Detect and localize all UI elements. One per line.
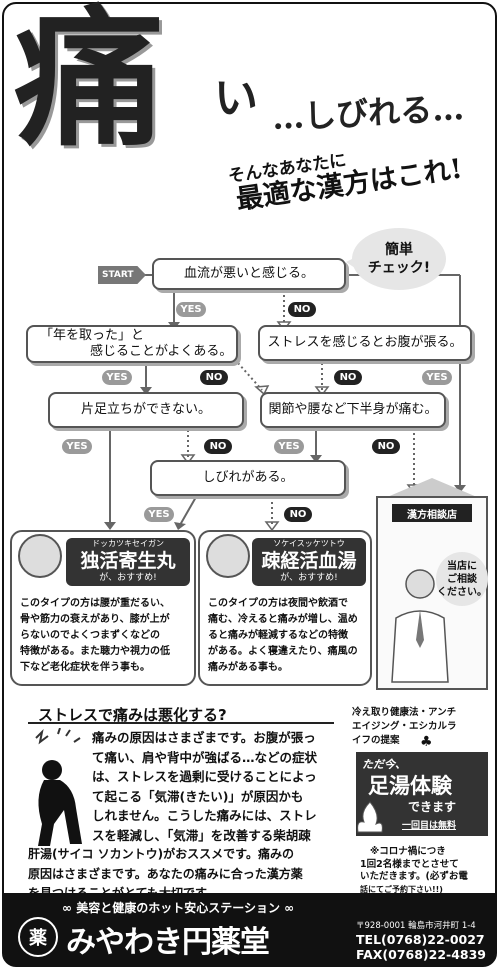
store-fax: FAX(0768)22-4839 — [356, 947, 487, 962]
result-card-dokkatsu: ドッカツキセイガン 独活寄生丸 が、おすすめ! このタイプの方は腰が重だるい、 … — [10, 530, 196, 686]
no-label-4: NO — [204, 439, 232, 454]
store-address: 〒928-0001 輪島市河井町 1-4 — [356, 921, 476, 931]
footbath-box: ただ今、 足湯体験 できます 一回目は無料 — [356, 752, 488, 836]
result-text-sokei-line: 痛みがある事も。 — [208, 662, 288, 673]
stress-line: て起こる「気滞(きたい)」が原因かも — [92, 788, 304, 804]
footbath-title: 足湯体験 — [368, 774, 452, 798]
footbath-note-line: いただきます。(必ずお電 — [360, 871, 468, 882]
no-label-3: NO — [334, 370, 362, 385]
check-bubble-line2: チェック! — [367, 260, 431, 276]
result-text-dokkatsu-line: このタイプの方は腰が重だるい、 — [20, 598, 170, 609]
consult-bubble: 当店に ご相談 ください。 — [436, 552, 488, 606]
check-bubble: 簡単 チェック! — [352, 228, 446, 290]
stressed-person-icon — [35, 728, 82, 846]
yes-label-1: YES — [176, 302, 206, 317]
no-label-2: NO — [200, 370, 228, 385]
result-text-dokkatsu: このタイプの方は腰が重だるい、 骨や筋力の衰えがあり、膝が上が らないのでよくつ… — [20, 596, 170, 676]
flame-foot-icon — [357, 801, 383, 833]
side-head: 冷え取り健康法・アンチ エイジング・エシカルラ イフの提案 — [352, 706, 457, 748]
question-stress: ストレスを感じるとお腹が張る。 — [258, 325, 472, 361]
side-head-line: イフの提案 — [352, 735, 400, 746]
consult-shop: 漢方相談店 当店に ご相談 ください。 — [376, 496, 488, 690]
result-name-sokei: 疎経活血湯 — [261, 550, 357, 572]
infinity-icon: ∞ — [62, 901, 77, 915]
headline-i: い — [214, 73, 258, 124]
result-text-sokei-line: 痛む、冷えると痛みが増し、温め — [208, 614, 358, 625]
side-head-line: 冷え取り健康法・アンチ — [352, 707, 457, 718]
check-bubble-line1: 簡単 — [385, 242, 413, 258]
result-reading-sokei: ソケイスッケツトウ — [273, 539, 345, 548]
store-tel: TEL(0768)22-0027 — [356, 932, 485, 947]
stress-line: は、ストレスを過剰に受けることによっ — [92, 769, 317, 784]
consult-line: ください。 — [437, 586, 487, 598]
no-label-1: NO — [288, 302, 316, 317]
result-text-dokkatsu-line: 特徴がある。また聴力や視力の低 — [20, 646, 170, 657]
result-text-sokei-line: このタイプの方は夜間や飲酒で — [208, 598, 348, 609]
result-text-sokei-line: ると痛みが軽減するなどの特徴 — [208, 630, 348, 641]
infinity-icon: ∞ — [279, 901, 295, 915]
result-head-dokkatsu: ドッカツキセイガン 独活寄生丸 が、おすすめ! — [66, 538, 190, 586]
elderly-face-icon — [18, 534, 62, 578]
stress-body-indented: 痛みの原因はさまざまです。お腹が張っ て痛い、肩や背中が強ばる…などの症状 は、… — [92, 728, 317, 845]
result-card-sokei: ソケイスッケツトウ 疎経活血湯 が、おすすめ! このタイプの方は夜間や飲酒で 痛… — [198, 530, 372, 686]
footbath-note: ※コロナ禍につき 1回2名様までとさせて いただきます。(必ずお電 話にてご予約… — [360, 846, 468, 896]
result-text-sokei: このタイプの方は夜間や飲酒で 痛む、冷えると痛みが増し、温め ると痛みが軽減する… — [208, 596, 358, 676]
result-recommend-sokei: が、おすすめ! — [280, 573, 338, 583]
footbath-free: 一回目は無料 — [402, 821, 457, 831]
question-aging-line2: 感じることがよくある。 — [90, 344, 233, 359]
stress-line: 肝湯(サイコ ソカントウ)がおススメです。痛みの — [28, 847, 294, 861]
store-logo: 薬 — [18, 917, 58, 957]
consult-line: ご相談 — [447, 573, 477, 585]
result-text-dokkatsu-line: 骨や筋力の衰えがあり、膝が上が — [20, 614, 170, 625]
yes-label-2: YES — [102, 370, 132, 385]
footbath-now: ただ今、 — [362, 758, 406, 771]
result-recommend-dokkatsu: が、おすすめ! — [99, 573, 157, 583]
stress-line: スを軽減し、「気滞」を改善する柴胡疎 — [92, 827, 311, 843]
stress-line: しれません。こうした痛みには、ストレ — [92, 808, 317, 823]
no-label-6: NO — [284, 507, 312, 522]
result-head-sokei: ソケイスッケツトウ 疎経活血湯 が、おすすめ! — [252, 538, 366, 586]
footer-tagline: 美容と健康のホット安心ステーション — [76, 901, 280, 915]
store-name: みやわき円薬堂 — [66, 925, 270, 960]
footbath-note-line: 話にてご予約下さい!!) — [360, 884, 443, 894]
question-blood-flow: 血流が悪いと感じる。 — [152, 258, 346, 290]
result-text-dokkatsu-line: 下など老化症状を伴う事も。 — [20, 662, 150, 673]
yes-label-4: YES — [62, 439, 92, 454]
stress-line: 痛みの原因はさまざまです。お腹が張っ — [92, 730, 316, 745]
start-arrow: START — [98, 266, 146, 284]
result-text-sokei-line: がある。よく寝違えたり、痛風の — [208, 646, 358, 657]
stress-section-title: ストレスで痛みは悪化する? — [38, 706, 227, 724]
footbath-note-line: 1回2名様までとさせて — [360, 858, 459, 870]
no-label-5: NO — [372, 439, 400, 454]
yes-label-5: YES — [274, 439, 304, 454]
question-aging-line1: 「年を取った」と — [40, 328, 145, 343]
question-aging: 「年を取った」と 感じることがよくある。 — [26, 325, 238, 363]
question-one-leg: 片足立ちができない。 — [48, 392, 244, 428]
yes-label-3: YES — [422, 370, 452, 385]
footbath-can: できます — [408, 800, 457, 814]
headline-big-kanji: 痛 — [14, 0, 164, 167]
clover-icon: ♣ — [420, 734, 433, 750]
result-text-dokkatsu-line: らないのでよくつまずくなどの — [20, 630, 160, 641]
man-with-glasses-icon — [206, 534, 250, 578]
yes-label-6: YES — [144, 507, 174, 522]
shop-sign: 漢方相談店 — [392, 504, 472, 522]
pharmacist-icon — [391, 569, 449, 683]
stress-line: て痛い、肩や背中が強ばる…などの症状 — [92, 749, 318, 765]
footer-tagline-wrap: ∞ 美容と健康のホット安心ステーション ∞ — [62, 899, 294, 916]
result-reading-dokkatsu: ドッカツキセイガン — [92, 539, 164, 548]
question-lower-body: 関節や腰など下半身が痛む。 — [260, 392, 446, 428]
footbath-note-line: ※コロナ禍につき — [370, 846, 446, 857]
stress-line: 原因はさまざまです。あなたの痛みに合った漢方薬 — [28, 866, 303, 881]
consult-line: 当店に — [447, 560, 477, 572]
result-name-dokkatsu: 独活寄生丸 — [80, 550, 176, 572]
store-footer: ∞ 美容と健康のホット安心ステーション ∞ 薬 みやわき円薬堂 〒928-000… — [4, 893, 495, 965]
section-divider — [28, 722, 334, 724]
side-head-line: エイジング・エシカルラ — [352, 721, 457, 732]
question-numbness: しびれがある。 — [150, 460, 346, 496]
